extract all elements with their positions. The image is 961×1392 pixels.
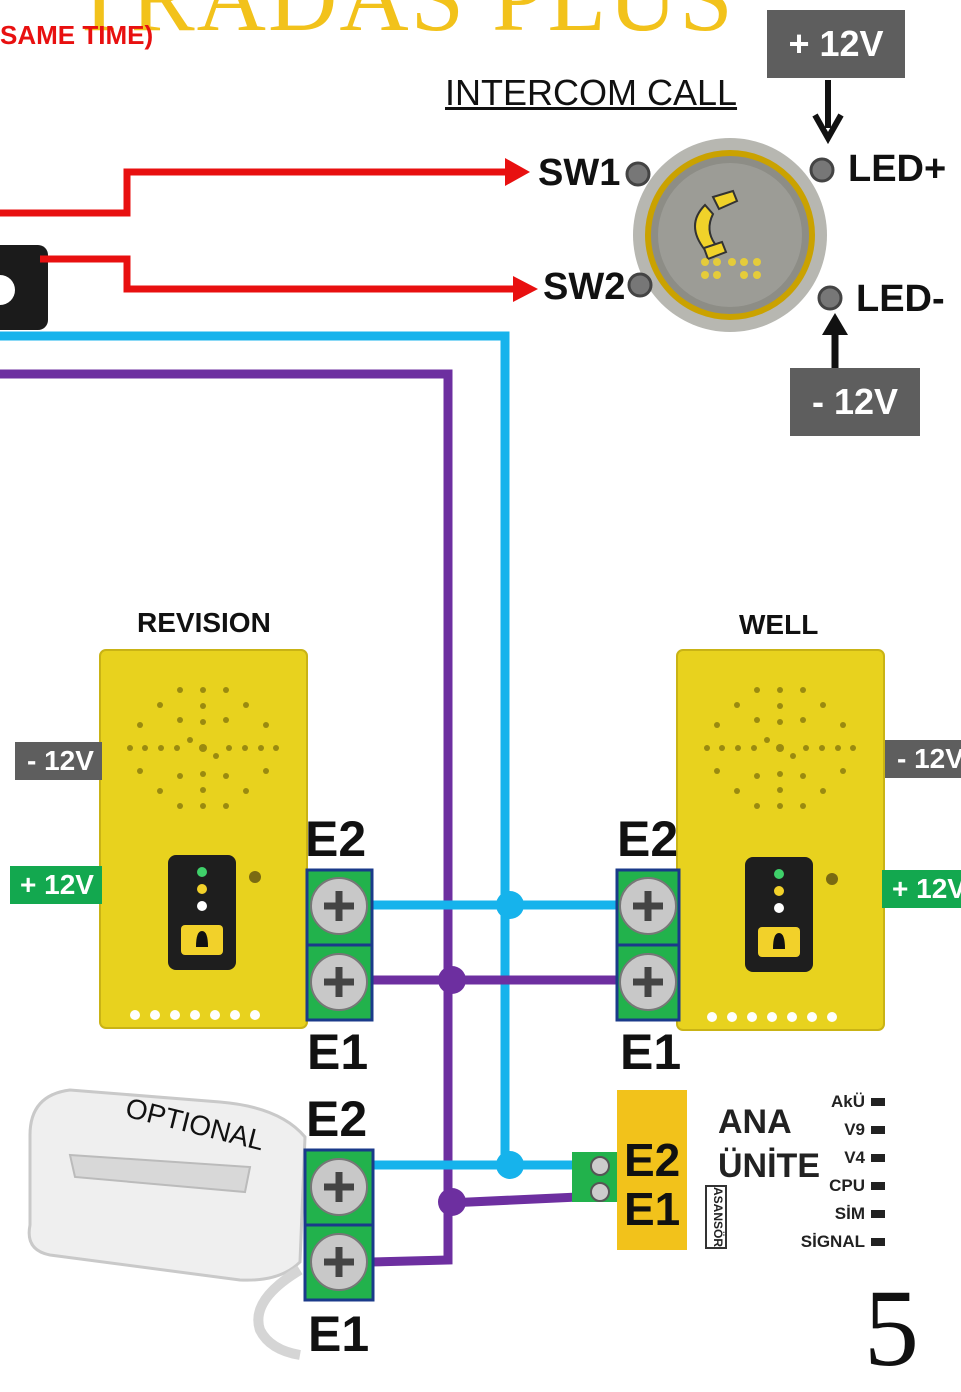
ana-led-indicator <box>871 1182 885 1190</box>
junction-purple-2 <box>438 1188 466 1216</box>
ana-unit-yellow-band <box>617 1090 687 1250</box>
led-plus-pin <box>809 157 835 183</box>
well-e2-label: E2 <box>617 811 679 867</box>
led-plus-label: LED+ <box>848 148 947 190</box>
revision-e1-label: E1 <box>307 1024 369 1080</box>
page-subtitle: SAME TIME) <box>0 20 154 50</box>
revision-panel <box>99 649 374 1029</box>
ana-led-indicator <box>871 1126 885 1134</box>
asansor-badge: ASANSÖR <box>705 1185 727 1249</box>
revision-e2-label: E2 <box>305 811 367 867</box>
intercom-minus-12v: - 12V <box>790 368 920 436</box>
optional-e2-label: E2 <box>306 1091 368 1147</box>
ana-connector <box>572 1152 617 1202</box>
well-plus-12v: + 12V <box>882 870 961 908</box>
revision-title: REVISION <box>137 607 271 638</box>
ana-led-label: V9 <box>844 1120 865 1139</box>
ana-led-label: AkÜ <box>830 1092 865 1111</box>
ana-e2-label: E2 <box>624 1134 681 1186</box>
sw2-arrowhead <box>513 276 538 302</box>
red-wire-sw2 <box>40 255 520 293</box>
sw2-label: SW2 <box>543 266 626 308</box>
intercom-button <box>633 138 827 332</box>
well-speaker-grille <box>704 687 856 809</box>
led-minus-pin <box>817 285 843 311</box>
sw1-arrowhead <box>505 158 530 186</box>
left-device-port <box>0 275 15 305</box>
plus-arrowhead <box>812 113 844 145</box>
well-e1-label: E1 <box>620 1024 682 1080</box>
junction-blue-2 <box>496 1151 524 1179</box>
well-title: WELL <box>739 609 819 640</box>
left-device-edge <box>0 245 48 330</box>
ana-led-label: CPU <box>829 1176 865 1195</box>
ana-led-indicator <box>871 1238 885 1246</box>
sw2-pin <box>627 272 653 298</box>
purple-wire-main <box>0 369 453 1267</box>
sw1-pin <box>625 161 651 187</box>
junction-blue-1 <box>496 891 524 919</box>
page-title: TRADAS PLUS <box>70 0 735 53</box>
ana-led-label: SİM <box>834 1204 865 1223</box>
well-minus-12v: - 12V <box>885 740 961 778</box>
well-panel <box>615 649 885 1031</box>
optional-e1-label: E1 <box>308 1306 370 1362</box>
ana-led-list: AkÜ V9 V4 CPU SİM SİGNAL <box>795 1088 885 1256</box>
minus-arrowhead <box>822 313 848 335</box>
ana-led-indicator <box>871 1210 885 1218</box>
optional-terminal <box>303 1148 375 1302</box>
revision-plus-12v: + 12V <box>10 866 102 904</box>
ana-e1-label: E1 <box>624 1183 681 1235</box>
sw1-label: SW1 <box>538 152 621 194</box>
revision-minus-12v: - 12V <box>15 742 102 780</box>
led-minus-label: LED- <box>856 278 945 320</box>
red-wire-sw1 <box>0 168 520 217</box>
ana-led-indicator <box>871 1154 885 1162</box>
junction-purple-1 <box>438 966 466 994</box>
ana-title-line1: ANA <box>718 1103 792 1141</box>
handset <box>27 1088 307 1360</box>
ana-led-indicator <box>871 1098 885 1106</box>
intercom-title: INTERCOM CALL <box>445 72 738 113</box>
wiring-diagram <box>0 80 885 1360</box>
ana-led-label: V4 <box>844 1148 865 1167</box>
page-number: 5 <box>864 1267 919 1389</box>
blue-wire-main <box>0 331 600 1170</box>
intercom-plus-12v: + 12V <box>767 10 905 78</box>
ana-title-line2: ÜNİTE <box>718 1147 820 1185</box>
ana-unit-title: ANA ÜNİTE <box>718 1100 820 1188</box>
revision-speaker-grille <box>127 687 279 809</box>
ana-led-label: SİGNAL <box>800 1232 865 1251</box>
